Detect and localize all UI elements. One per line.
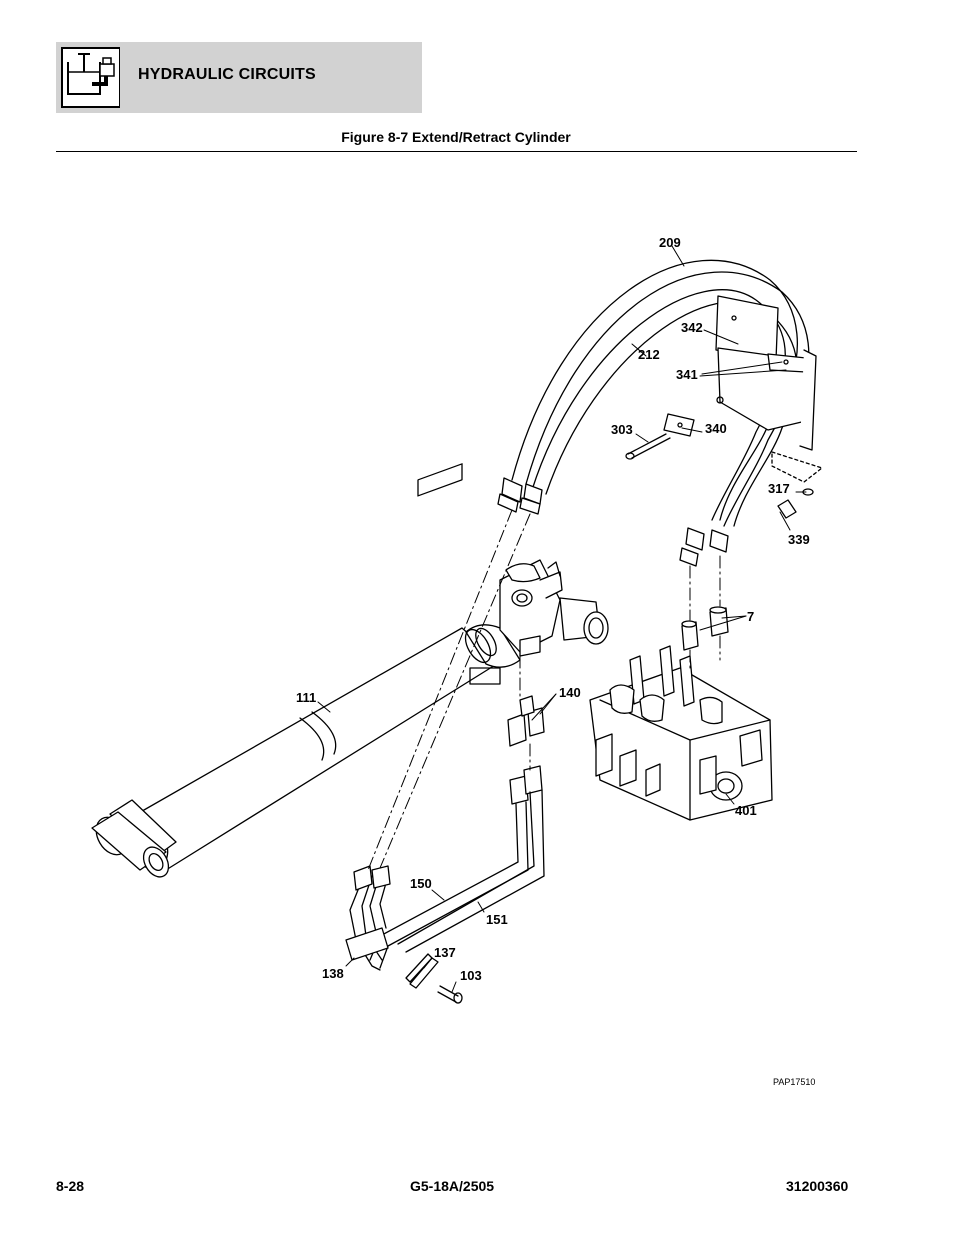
callout-212: 212 bbox=[638, 347, 660, 362]
callout-340: 340 bbox=[705, 421, 727, 436]
section-title: HYDRAULIC CIRCUITS bbox=[138, 66, 316, 83]
valve-fittings bbox=[681, 606, 729, 651]
footer-model: G5-18A/2505 bbox=[410, 1178, 495, 1194]
cylinder-barrel bbox=[91, 463, 501, 878]
leader-lines bbox=[317, 245, 807, 993]
hose-fittings bbox=[497, 477, 729, 567]
drawing-id: PAP17510 bbox=[773, 1077, 816, 1087]
cylinder-head-block bbox=[464, 559, 609, 668]
callout-401: 401 bbox=[735, 803, 757, 818]
clamp-and-bolt bbox=[405, 953, 463, 1004]
callout-209: 209 bbox=[659, 235, 681, 250]
callout-341: 341 bbox=[676, 367, 698, 382]
phantom-lines bbox=[367, 509, 721, 871]
hardware-small-parts bbox=[625, 413, 823, 519]
control-valve bbox=[589, 645, 773, 821]
mounting-bracket bbox=[715, 295, 817, 451]
callout-303: 303 bbox=[611, 422, 633, 437]
callout-150: 150 bbox=[410, 876, 432, 891]
footer-page-number: 8-28 bbox=[56, 1178, 85, 1194]
callout-140: 140 bbox=[559, 685, 581, 700]
callout-339: 339 bbox=[788, 532, 810, 547]
tube-fittings bbox=[507, 695, 545, 805]
callout-317: 317 bbox=[768, 481, 790, 496]
tube-assembly bbox=[345, 789, 545, 971]
header-rule bbox=[56, 151, 857, 152]
footer-manual-number: 31200360 bbox=[786, 1178, 849, 1194]
callout-138: 138 bbox=[322, 966, 344, 981]
hydraulic-reservoir-icon bbox=[61, 47, 120, 108]
hose-assembly bbox=[511, 259, 810, 527]
callout-103: 103 bbox=[460, 968, 482, 983]
callout-137: 137 bbox=[434, 945, 456, 960]
callout-111: 111 bbox=[296, 690, 317, 705]
figure-title: Figure 8-7 Extend/Retract Cylinder bbox=[341, 129, 571, 145]
callout-342: 342 bbox=[681, 320, 703, 335]
callout-151: 151 bbox=[486, 912, 508, 927]
callout-7: 7 bbox=[747, 609, 755, 624]
section-header: HYDRAULIC CIRCUITS bbox=[56, 42, 422, 113]
